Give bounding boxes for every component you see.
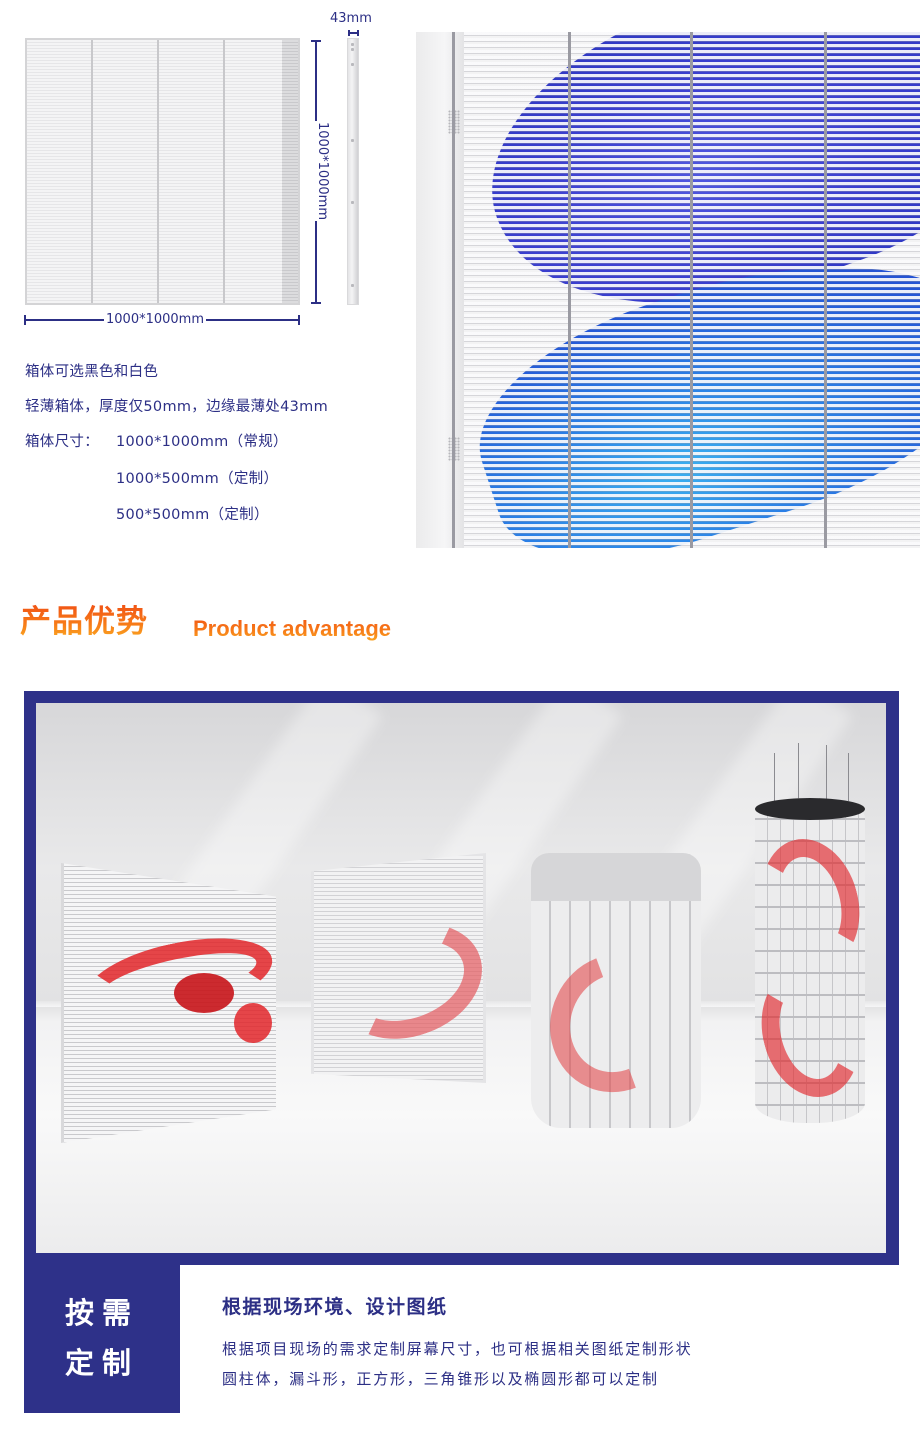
cabinet-rib (157, 40, 159, 303)
cabinet-rib (568, 32, 571, 548)
thickness-dimension-label: 43mm (330, 11, 372, 26)
section-title-cn: 产品优势 (20, 604, 148, 640)
cabinet-edge-strip (282, 40, 298, 303)
width-dimension-label: 1000*1000mm (104, 311, 206, 329)
cabinet-rib (91, 40, 93, 303)
oval-column-screen (747, 798, 874, 1123)
flat-panel-screen (61, 863, 276, 1143)
led-cabinet-side-view (347, 38, 359, 305)
section-title-en: Product advantage (193, 614, 391, 644)
spec-size-custom-2: 500*500mm（定制） (116, 507, 269, 523)
custom-order-tag: 按需 定制 (24, 1265, 180, 1413)
cabinet-rib (452, 32, 455, 548)
spec-thickness: 轻薄箱体，厚度仅50mm，边缘最薄处43mm (25, 399, 328, 415)
callout-title: 根据现场环境、设计图纸 (222, 1296, 448, 1318)
cabinet-panel-screen (311, 853, 486, 1083)
callout-body-line-2: 圆柱体，漏斗形，正方形，三角锥形以及椭圆形都可以定制 (222, 1370, 659, 1388)
transparent-led-closeup-photo (416, 32, 920, 548)
spec-size-label: 箱体尺寸： (25, 434, 99, 450)
spec-size-standard: 1000*1000mm（常规） (116, 434, 288, 450)
cylinder-cap (531, 853, 701, 901)
height-dimension-label: 1000*1000mm (314, 121, 330, 221)
spec-size-custom-1: 1000*500mm（定制） (116, 471, 279, 487)
cabinet-rib (690, 32, 693, 548)
cylinder-screen (527, 853, 705, 1128)
led-shapes-showcase-image (36, 703, 886, 1253)
tag-line-2: 定制 (64, 1346, 139, 1380)
cabinet-rib (223, 40, 225, 303)
spec-color-option: 箱体可选黑色和白色 (25, 364, 159, 380)
column-top-mount (755, 798, 865, 820)
led-cabinet-front-view (25, 38, 300, 305)
callout-body-line-1: 根据项目现场的需求定制屏幕尺寸，也可根据相关图纸定制形状 (222, 1340, 693, 1358)
tag-line-1: 按需 (64, 1296, 139, 1330)
cabinet-rib (824, 32, 827, 548)
thickness-dimension-line (348, 30, 359, 36)
